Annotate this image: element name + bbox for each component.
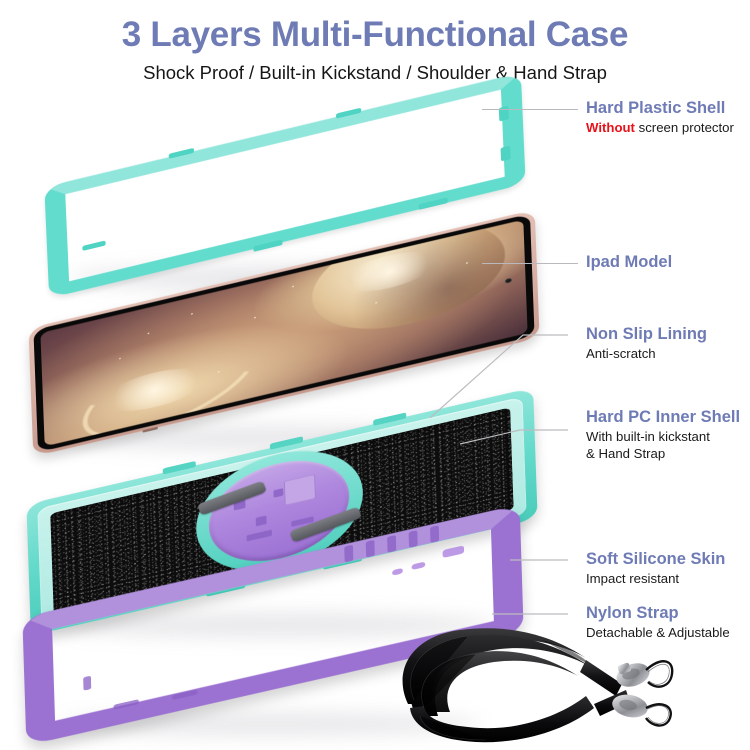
callout-sub-soft-silicone-skin: Impact resistant <box>586 571 680 587</box>
nylon-shoulder-strap <box>390 612 680 744</box>
callout-sub-hard-plastic-shell: Without screen protector <box>586 120 734 137</box>
header: 3 Layers Multi-Functional Case Shock Pro… <box>0 0 750 83</box>
callout-title-nylon-strap: Nylon Strap <box>586 604 679 622</box>
strap-cord-loop <box>645 660 674 727</box>
callout-soft-silicone-skin: Soft Silicone Skin Impact resistant <box>586 550 725 588</box>
page-subtitle: Shock Proof / Built-in Kickstand / Shoul… <box>143 62 607 83</box>
leader-hard-pc-inner-shell <box>459 429 568 445</box>
leader-non-slip-lining <box>429 334 568 419</box>
shadow-silicone <box>60 712 480 736</box>
callout-ipad-model: Ipad Model <box>586 253 672 271</box>
strap-clasp <box>612 662 650 718</box>
strap-illustration <box>402 628 674 743</box>
callout-nylon-strap: Nylon Strap Detachable & Adjustable <box>586 604 730 642</box>
callout-non-slip-lining: Non Slip Lining Anti-scratch <box>586 325 707 363</box>
shadow-inner-shell <box>55 612 495 638</box>
callout-sub-hard-pc-inner-shell-line1: With built-in kickstant <box>586 429 710 445</box>
callout-title-hard-pc-inner-shell: Hard PC Inner Shell <box>586 408 741 426</box>
callout-sub-hard-pc-inner-shell-line2: & Hand Strap <box>586 446 666 462</box>
callout-sub-non-slip-lining: Anti-scratch <box>586 346 656 362</box>
callout-hard-plastic-shell: Hard Plastic Shell Without screen protec… <box>586 99 734 137</box>
callout-title-hard-plastic-shell: Hard Plastic Shell <box>586 99 726 117</box>
callout-sub-rest: screen protector <box>634 120 734 136</box>
leader-hard-plastic-shell <box>482 109 578 110</box>
callout-title-ipad-model: Ipad Model <box>586 253 673 271</box>
callout-title-non-slip-lining: Non Slip Lining <box>586 325 707 343</box>
callout-sub-nylon-strap: Detachable & Adjustable <box>586 625 730 641</box>
callout-warning-without: Without <box>586 120 635 136</box>
callout-title-soft-silicone-skin: Soft Silicone Skin <box>586 550 726 568</box>
page-title: 3 Layers Multi-Functional Case <box>121 15 629 54</box>
callout-hard-pc-inner-shell: Hard PC Inner Shell With built-in kickst… <box>586 408 740 463</box>
leader-ipad-model <box>482 263 578 264</box>
